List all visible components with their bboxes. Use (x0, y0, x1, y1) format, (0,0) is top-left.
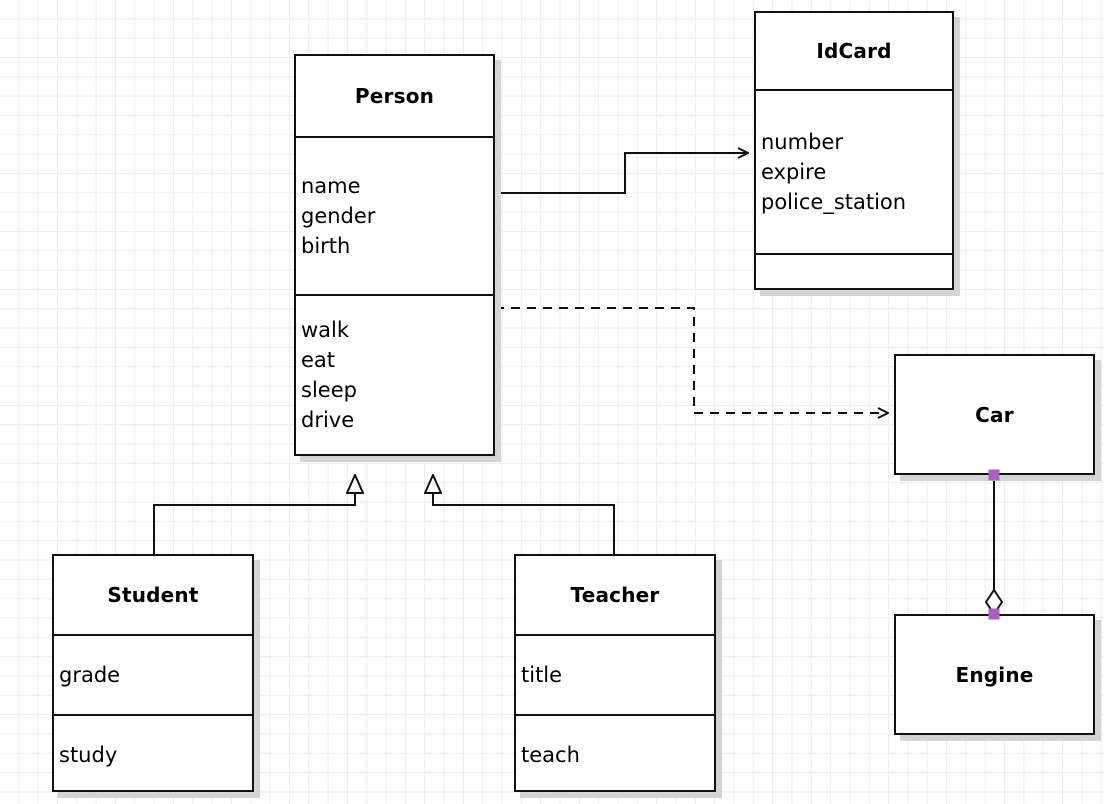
edge-handle-engine-end[interactable] (988, 608, 1000, 620)
class-box-student[interactable]: Student grade study (52, 554, 254, 792)
attribute-item: title (521, 663, 563, 687)
attribute-item: grade (59, 663, 121, 687)
class-operations-person: walk eat sleep drive (296, 294, 493, 454)
attribute-item: expire (761, 160, 827, 184)
class-box-idcard[interactable]: IdCard number expire police_station (754, 11, 954, 290)
attribute-item: number (761, 130, 843, 154)
class-title-person: Person (354, 84, 435, 108)
edge-student-person[interactable] (153, 475, 355, 554)
operation-item: drive (301, 408, 355, 432)
class-box-person[interactable]: Person name gender birth walk eat sleep … (294, 54, 495, 456)
operation-item: eat (301, 348, 336, 372)
class-title-teacher: Teacher (570, 583, 660, 607)
class-attributes-student: grade (54, 634, 252, 714)
class-operations-student: study (54, 714, 252, 794)
edge-teacher-person[interactable] (433, 475, 615, 554)
operation-item: sleep (301, 378, 357, 402)
class-title-student: Student (107, 583, 199, 607)
class-box-teacher[interactable]: Teacher title teach (514, 554, 716, 792)
class-attributes-idcard: number expire police_station (756, 89, 952, 253)
edge-handle-car-end[interactable] (988, 469, 1000, 481)
class-title-idcard: IdCard (816, 39, 892, 63)
class-attributes-person: name gender birth (296, 136, 493, 294)
class-box-car[interactable]: Car (894, 354, 1095, 475)
class-attributes-teacher: title (516, 634, 714, 714)
class-box-engine[interactable]: Engine (894, 614, 1095, 735)
attribute-item: police_station (761, 190, 907, 214)
attribute-item: birth (301, 234, 351, 258)
class-title-engine: Engine (955, 662, 1034, 687)
edge-person-car[interactable] (495, 307, 888, 413)
operation-item: teach (521, 743, 580, 767)
attribute-item: gender (301, 204, 376, 228)
attribute-item: name (301, 174, 361, 198)
edge-person-idcard[interactable] (495, 153, 748, 194)
class-operations-teacher: teach (516, 714, 714, 794)
operation-item: walk (301, 318, 350, 342)
operation-item: study (59, 743, 118, 767)
class-operations-idcard (756, 253, 952, 288)
class-title-car: Car (975, 402, 1014, 427)
